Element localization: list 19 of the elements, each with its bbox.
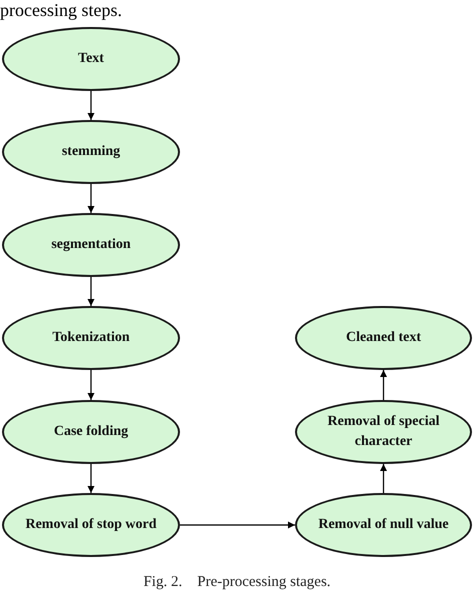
arrow bbox=[88, 277, 94, 306]
arrow bbox=[88, 370, 94, 400]
step-label: segmentation bbox=[51, 236, 131, 254]
step-label: Removal of null value bbox=[318, 516, 449, 534]
step-label: Text bbox=[78, 50, 104, 68]
cut-off-text: processing steps. bbox=[0, 0, 122, 20]
arrow bbox=[88, 91, 94, 120]
step-label: Cleaned text bbox=[346, 329, 422, 347]
arrow bbox=[180, 522, 295, 528]
step-label: Removal of special character bbox=[326, 413, 440, 451]
arrow bbox=[88, 464, 94, 493]
arrow bbox=[380, 464, 387, 493]
step-label: Tokenization bbox=[52, 329, 130, 347]
step-label: stemming bbox=[62, 143, 120, 161]
arrow bbox=[380, 370, 387, 400]
figure-caption: Fig. 2. Pre-processing stages. bbox=[142, 573, 332, 592]
step-label: Case folding bbox=[54, 423, 128, 441]
step-label: Removal of stop word bbox=[25, 516, 157, 534]
arrow bbox=[88, 184, 94, 213]
